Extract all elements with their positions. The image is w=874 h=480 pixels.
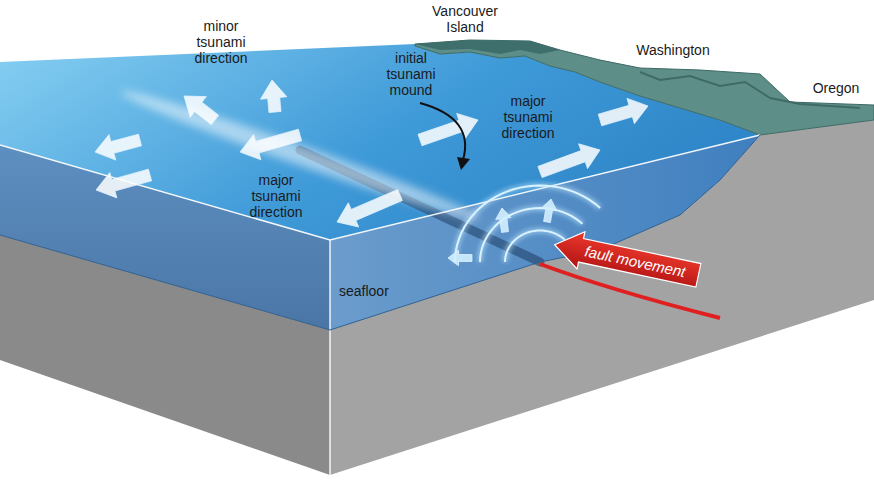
wave-arrow xyxy=(542,199,557,223)
wave-arrow xyxy=(448,250,472,265)
major-direction-arrow xyxy=(418,113,478,145)
callout-label: initial tsunami mound xyxy=(375,50,447,98)
fault-arrow-outline xyxy=(551,226,703,294)
tsunami-mound xyxy=(117,82,482,227)
minor-direction-arrow xyxy=(184,96,219,125)
direction-label: minor tsunami direction xyxy=(185,18,257,66)
arrow-layer xyxy=(95,80,648,266)
vancouver-island-land xyxy=(415,40,560,54)
place-label: Oregon xyxy=(806,80,866,96)
leader-arrow xyxy=(420,103,465,160)
direction-label: major tsunami direction xyxy=(240,172,312,220)
seafloor-line xyxy=(0,135,760,330)
major-direction-arrow xyxy=(538,144,600,178)
place-label: Washington xyxy=(628,42,718,58)
wave-arrow xyxy=(496,208,511,232)
leader-arrowhead xyxy=(457,157,470,170)
block-edge xyxy=(329,240,331,475)
major-direction-arrow xyxy=(598,98,648,125)
major-direction-arrow xyxy=(240,129,302,160)
seafloor-label: seafloor xyxy=(339,283,409,299)
major-direction-arrow xyxy=(96,169,152,198)
minor-direction-arrow xyxy=(261,80,287,113)
minor-direction-arrow xyxy=(95,134,142,160)
coast-land xyxy=(415,40,874,135)
direction-label: major tsunami direction xyxy=(492,93,564,141)
major-direction-arrow xyxy=(337,190,402,228)
place-label: Vancouver Island xyxy=(425,3,505,35)
block-edge xyxy=(0,135,760,240)
